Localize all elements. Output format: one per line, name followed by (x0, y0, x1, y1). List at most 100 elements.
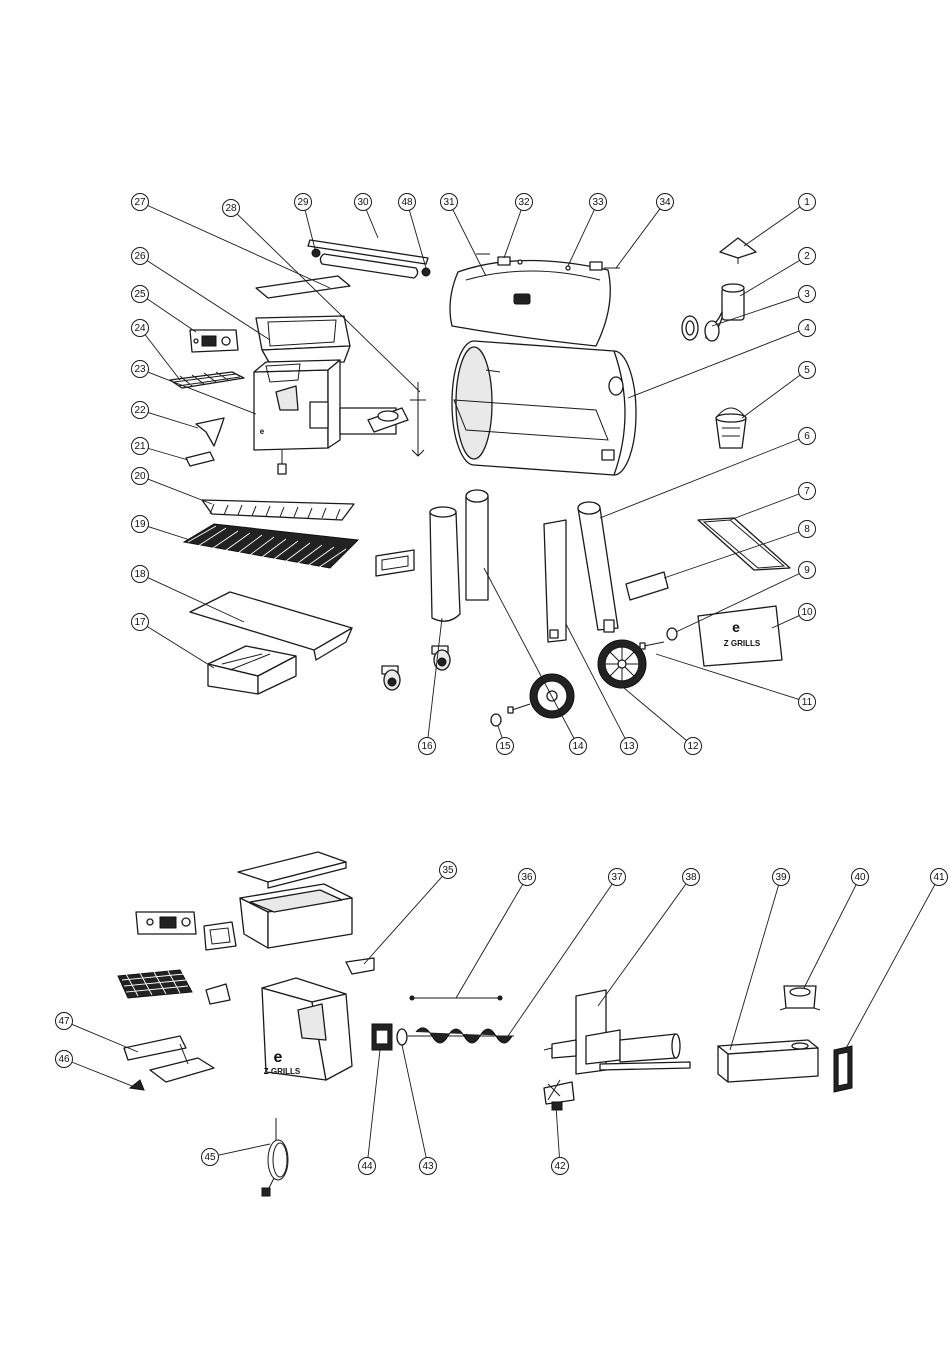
callout-19: 19 (132, 516, 149, 533)
washer-part (667, 628, 677, 640)
callout-37: 37 (609, 869, 626, 886)
callout-number: 39 (775, 872, 787, 883)
callout-number: 15 (499, 741, 511, 752)
leg-part (578, 502, 618, 632)
leader-line-36 (456, 884, 523, 998)
leader-line-26 (147, 261, 270, 340)
leader-line-2 (740, 260, 800, 296)
bracket-detail (204, 922, 236, 950)
callout-33: 33 (590, 194, 607, 211)
callout-31: 31 (441, 194, 458, 211)
callout-number: 30 (357, 197, 369, 208)
callout-number: 29 (297, 197, 309, 208)
callout-39: 39 (773, 869, 790, 886)
hopper-logo-mark: e (260, 427, 265, 436)
callout-number: 13 (623, 741, 635, 752)
callout-number: 46 (58, 1054, 70, 1065)
callout-number: 38 (685, 872, 697, 883)
bracket-part (196, 418, 224, 446)
hopper-box-logo-mark: e (274, 1049, 283, 1066)
grill-barrel-part (452, 341, 636, 475)
callout-17: 17 (132, 614, 149, 631)
callout-5: 5 (799, 362, 816, 379)
callout-number: 33 (592, 197, 604, 208)
callout-16: 16 (419, 738, 436, 755)
callout-number: 18 (134, 569, 146, 580)
callout-number: 10 (801, 607, 813, 618)
drip-tray-part (190, 592, 352, 660)
shelf-brand-label: Z GRILLS (724, 639, 761, 648)
callout-number: 2 (804, 251, 810, 262)
warming-rack-part (202, 500, 354, 520)
shelf-bracket-part (626, 572, 668, 600)
callout-number: 26 (134, 251, 146, 262)
leader-line-41 (844, 884, 935, 1052)
cooking-grate-part (184, 524, 358, 568)
callout-number: 37 (611, 872, 623, 883)
hopper-lid-detail (238, 852, 346, 888)
callout-15: 15 (497, 738, 514, 755)
callout-number: 1 (804, 197, 810, 208)
leader-line-19 (148, 527, 190, 540)
firepot-box-detail (718, 1040, 818, 1082)
callout-1: 1 (799, 194, 816, 211)
callout-number: 11 (802, 697, 813, 708)
callout-number: 43 (422, 1161, 434, 1172)
bottom-assembly: e Z GRILLS (56, 852, 948, 1196)
leader-line-35 (364, 876, 442, 964)
front-shelf-part: Z GRILLS e (698, 606, 782, 666)
leader-line-31 (453, 210, 486, 276)
hopper-top-part (256, 316, 350, 364)
leader-line-16 (428, 618, 442, 738)
leader-line-45 (218, 1144, 270, 1155)
callout-number: 7 (804, 486, 810, 497)
callout-number: 3 (804, 289, 810, 300)
leg-part (466, 490, 488, 600)
firepot-detail (780, 986, 820, 1010)
fan-detail (544, 1080, 574, 1110)
callout-44: 44 (359, 1158, 376, 1175)
callout-42: 42 (552, 1158, 569, 1175)
callout-24: 24 (132, 320, 149, 337)
leader-line-44 (368, 1050, 380, 1158)
leader-line-15 (498, 726, 502, 738)
leader-line-39 (730, 885, 779, 1050)
chimney-pipe-part (705, 284, 744, 341)
callout-29: 29 (295, 194, 312, 211)
callout-10: 10 (799, 604, 816, 621)
callout-22: 22 (132, 402, 149, 419)
callout-number: 35 (442, 865, 454, 876)
callout-number: 4 (804, 323, 810, 334)
leader-line-5 (742, 375, 800, 418)
callout-3: 3 (799, 286, 816, 303)
callout-45: 45 (202, 1149, 219, 1166)
hopper-top-detail (240, 884, 352, 948)
chimney-gasket-part (682, 316, 698, 340)
caster-part (382, 666, 400, 690)
power-cord-detail (262, 1118, 288, 1196)
leader-line-20 (148, 479, 212, 504)
leader-line-46 (72, 1062, 132, 1086)
leg-bracket-part (376, 550, 414, 576)
callout-6: 6 (799, 428, 816, 445)
hopper-lid-part (256, 276, 350, 298)
grill-lid-part (450, 260, 610, 346)
grate-part (170, 372, 244, 388)
callout-13: 13 (621, 738, 638, 755)
small-bracket-detail (206, 984, 230, 1004)
gasket-detail (834, 1046, 852, 1092)
rod-part (410, 382, 426, 456)
callout-30: 30 (355, 194, 372, 211)
motor-detail (372, 1024, 392, 1050)
auger-detail (408, 1028, 514, 1043)
grate-detail (118, 970, 192, 998)
callout-40: 40 (852, 869, 869, 886)
baffle-detail (124, 1036, 214, 1082)
callout-21: 21 (132, 438, 149, 455)
callout-23: 23 (132, 361, 149, 378)
callout-number: 14 (572, 741, 584, 752)
spacer-detail (130, 1080, 144, 1090)
callout-43: 43 (420, 1158, 437, 1175)
callout-number: 22 (134, 405, 146, 416)
